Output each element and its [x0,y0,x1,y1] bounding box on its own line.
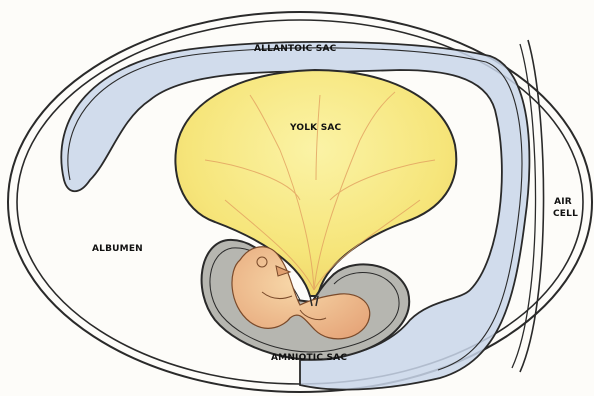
air-cell-label-line1: AIR [553,196,573,208]
albumen-label: ALBUMEN [92,243,143,255]
air-cell-label-line2: CELL [553,208,573,220]
amniotic-sac-label: AMNIOTIC SAC [271,352,347,364]
allantoic-sac-label: ALLANTOIC SAC [254,43,336,55]
yolk-sac-label: YOLK SAC [290,122,341,134]
air-cell-label: AIR CELL [553,196,573,220]
